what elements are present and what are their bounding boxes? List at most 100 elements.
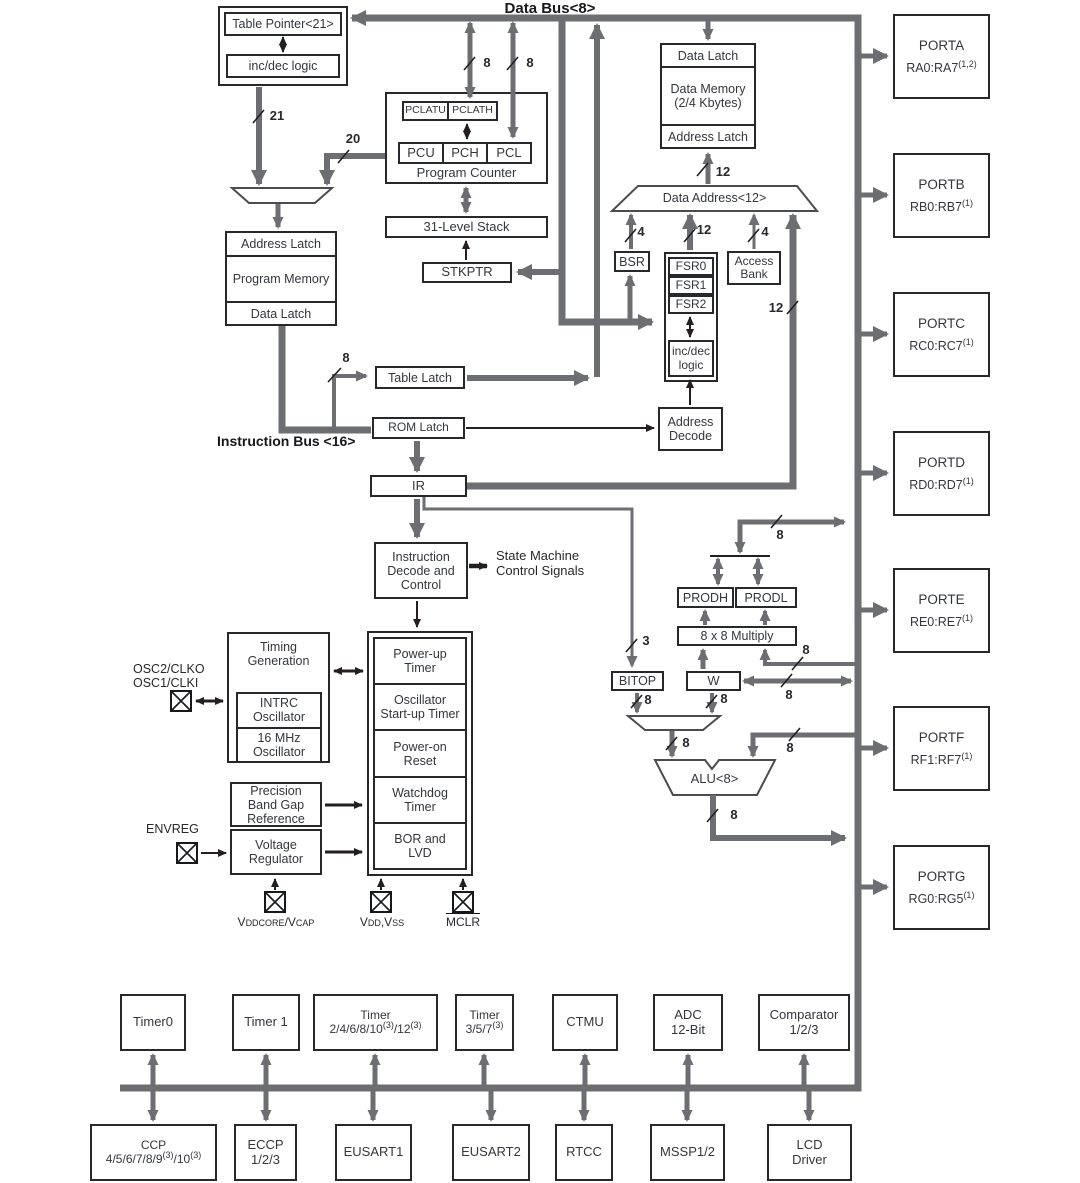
eccp-box: ECCP 1/2/3 [234,1124,297,1181]
portb-range: RB0:RB7(1) [909,197,974,214]
data-memory-title: Data Memory (2/4 Kbytes) [662,66,754,124]
state-machine-label: State Machine Control Signals [496,548,585,578]
portc-name: PORTC [917,316,965,332]
vddcore-vcap-label: VDDCORE/VCAP [237,915,315,929]
bor-lvd: BOR and LVD [375,821,465,868]
ccp-line2: 4/5/6/7/8/9(3)/10(3) [105,1149,202,1166]
width-prod8: 8 [776,527,784,542]
portd-range: RD0:RD7(1) [909,475,974,492]
fsr0-box: FSR0 [668,257,714,276]
timer-odd-line2: 3/5/7(3) [465,1019,504,1036]
mclr-pin-icon [452,891,474,913]
table-pointer-box: Table Pointer<21> [224,12,342,36]
width-alu8b: 8 [786,740,794,755]
width-pc8b: 8 [526,55,534,70]
width-alu8a: 8 [682,735,690,750]
timer-even-box: Timer 2/4/6/8/10(3)/12(3) [313,994,438,1051]
timer-even-line2: 2/4/6/8/10(3)/12(3) [329,1019,422,1036]
width-mult8: 8 [802,642,810,657]
data-memory-data-latch: Data Latch [677,48,739,63]
rom-latch-box: ROM Latch [372,417,465,439]
pcl-box: PCL [486,142,532,164]
program-memory-title: Program Memory [227,255,335,301]
width-21: 21 [269,108,285,123]
mssp-box: MSSP1/2 [650,1124,725,1181]
width-tl8: 8 [342,350,350,365]
width-fsr12: 12 [696,222,712,237]
voltage-regulator-box: Voltage Regulator [230,829,322,875]
portc-range: RC0:RC7(1) [909,336,974,353]
table-latch-box: Table Latch [375,366,465,389]
bsr-box: BSR [614,251,650,272]
alu-label: ALU<8> [690,771,739,786]
width-ir12: 12 [768,300,784,315]
pclatu-box: PCLATU [402,101,449,121]
porta-name: PORTA [918,38,965,54]
multiply-box: 8 x 8 Multiply [677,626,797,646]
portg-name: PORTG [917,869,966,885]
fsr2-box: FSR2 [668,295,714,314]
portc-box: PORTC RC0:RC7(1) [893,292,990,377]
porte-name: PORTE [918,592,965,608]
portg-box: PORTG RG0:RG5(1) [893,845,990,930]
comparator-box: Comparator 1/2/3 [758,994,850,1051]
width-wmux8: 8 [720,691,728,706]
watchdog-timer: Watchdog Timer [375,775,465,822]
pclath-box: PCLATH [447,101,498,121]
pch-box: PCH [442,142,488,164]
osc-pin-icon [170,690,192,712]
width-pc8a: 8 [483,55,491,70]
portg-range: RG0:RG5(1) [908,889,975,906]
stkptr-box: STKPTR [422,262,512,283]
portd-box: PORTD RD0:RD7(1) [893,431,990,516]
address-decode-box: Address Decode [658,407,723,451]
ccp-box: CCP 4/5/6/7/8/9(3)/10(3) [90,1124,217,1181]
porte-box: PORTE RE0:RE7(1) [893,568,990,653]
fsr-inc-dec-box: inc/dec logic [668,340,714,377]
width-aluout8: 8 [730,807,738,822]
fsr1-box: FSR1 [668,276,714,295]
prodl-box: PRODL [735,587,797,608]
ccp-line1: CCP [140,1138,167,1153]
bitop-box: BITOP [611,671,664,691]
intrc-oscillator: INTRC Oscillator [252,696,306,725]
lcd-driver-box: LCD Driver [767,1124,852,1181]
power-up-timer: Power-up Timer [393,647,447,676]
width-ab4: 4 [761,224,769,239]
envreg-label: ENVREG [146,822,199,836]
timer0-box: Timer0 [120,994,186,1051]
oscillator-inner-group: INTRC Oscillator 16 MHz Oscillator [236,692,322,763]
mhz16-oscillator: 16 MHz Oscillator [238,726,320,762]
instruction-bus-label: Instruction Bus <16> [217,433,356,449]
portf-range: RF1:RF7(1) [910,750,973,767]
eusart2-box: EUSART2 [452,1124,530,1181]
program-counter-label: Program Counter [416,165,517,180]
access-bank-box: Access Bank [727,251,781,285]
prodh-box: PRODH [677,587,734,608]
instruction-decode-box: Instruction Decode and Control [374,542,468,599]
w-register-box: W [686,671,741,691]
reset-timers-inner: Power-up Timer Oscillator Start-up Timer… [373,637,467,870]
width-20: 20 [345,131,361,146]
portd-name: PORTD [917,455,965,471]
vdd-vss-label: VDD,VSS [359,915,405,929]
program-memory-mux [229,187,335,204]
data-memory-group: Data Latch Data Memory (2/4 Kbytes) Addr… [660,43,756,149]
vdd-vss-pin-icon [370,891,392,913]
width-bitop8: 8 [644,692,652,707]
data-address-mux-label: Data Address<12> [662,191,767,205]
ir-box: IR [370,475,467,497]
timer1-box: Timer 1 [232,994,300,1051]
ctmu-box: CTMU [552,994,618,1051]
porta-range: RA0:RA7(1,2) [906,58,977,75]
power-on-reset: Power-on Reset [375,729,465,775]
pcu-box: PCU [398,142,444,164]
eusart1-box: EUSART1 [335,1124,412,1181]
envreg-pin-icon [176,842,198,864]
porte-range: RE0:RE7(1) [909,612,974,629]
portf-name: PORTF [918,730,965,746]
stack-box: 31-Level Stack [385,216,548,238]
osc-pins-label: OSC2/CLKO OSC1/CLKI [133,662,205,690]
